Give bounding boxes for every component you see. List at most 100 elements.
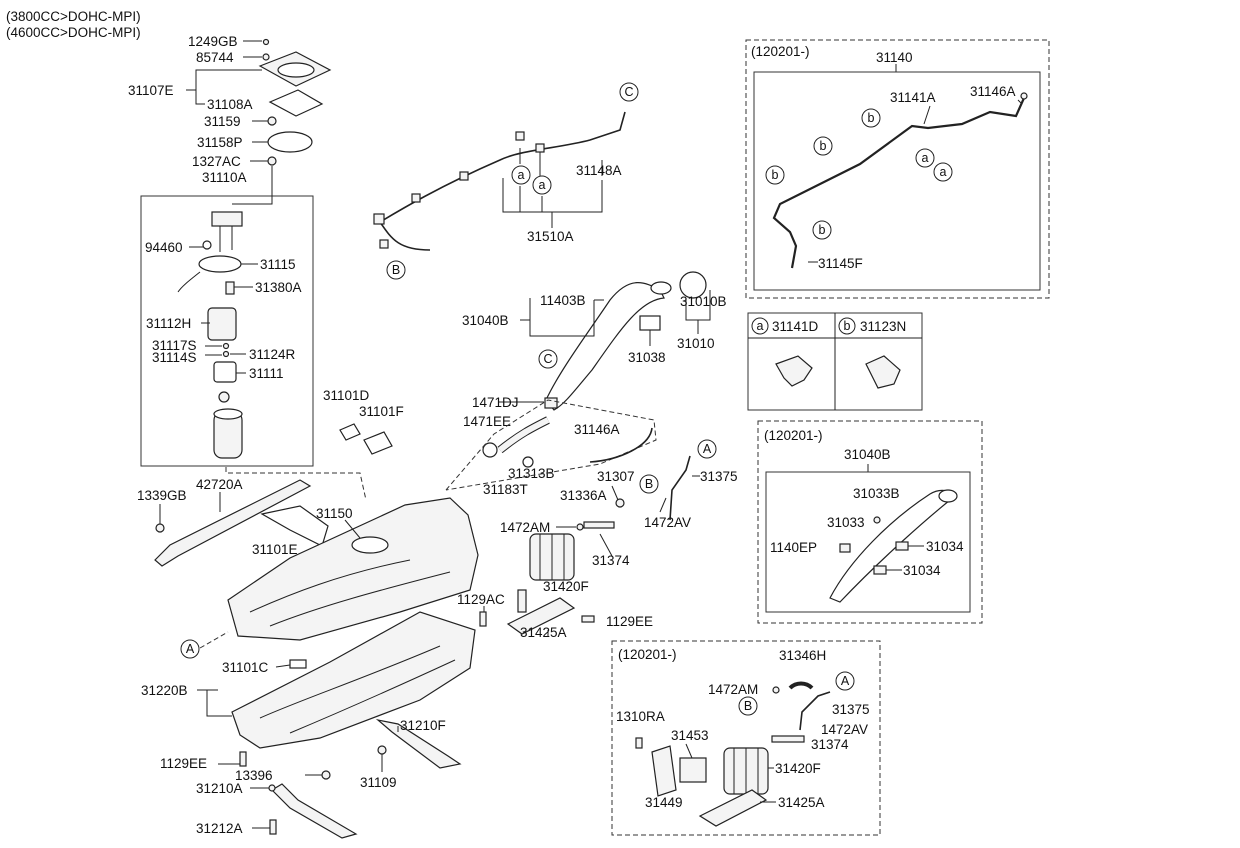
pad-31101c: [289, 659, 307, 669]
label-31146a: 31146A: [574, 422, 620, 437]
label-31101c: 31101C: [222, 660, 269, 675]
cap-31010b: [679, 271, 707, 299]
label-1471ee: 1471EE: [463, 414, 511, 429]
label-31010b: 31010B: [680, 294, 727, 309]
nut-13396: [321, 770, 331, 780]
panel3-31420f: 31420F: [775, 761, 821, 776]
tank-group: 31101D 31101F 1339GB 42720A 31101E 31150…: [137, 388, 479, 839]
pump-to-tank-dash: [225, 467, 367, 501]
clamp-31183t: [522, 456, 534, 468]
clip-31141d-shape: [775, 355, 813, 387]
harness-end: [379, 221, 431, 251]
label-31101d: 31101D: [323, 388, 370, 403]
label-31112h: 31112H: [146, 316, 191, 331]
pump-cover-ring: [277, 62, 315, 78]
label-31109: 31109: [360, 775, 397, 790]
label-31420f: 31420F: [543, 579, 589, 594]
label-31101f: 31101F: [359, 404, 404, 419]
part-31380a: [225, 281, 235, 295]
svg-text:a: a: [518, 168, 525, 182]
hose-31374: [583, 521, 615, 529]
label-31010: 31010: [677, 336, 715, 351]
callout-c-filler: [538, 349, 558, 369]
bolt-1129ac: [479, 611, 487, 627]
callout-c-top: [619, 82, 639, 102]
filter-31112h: [207, 307, 237, 341]
line-31375: [669, 455, 691, 521]
label-94460: 94460: [145, 240, 183, 255]
label-31150: 31150: [316, 506, 353, 521]
svg-text:b: b: [772, 168, 779, 182]
pump-assembly-box: [140, 195, 314, 467]
leader-31110a: [232, 166, 273, 205]
svg-text:B: B: [645, 477, 653, 491]
callout-a-dash: [199, 631, 229, 649]
panel2-31034-b: 31034: [903, 563, 941, 578]
label-31183t: 31183T: [483, 482, 528, 497]
svg-text:a: a: [539, 178, 546, 192]
svg-text:b: b: [868, 111, 875, 125]
label-1129ac: 1129AC: [457, 592, 505, 607]
fuel-pump-group: 1249GB 85744 31107E 31108A 31159 31158P …: [128, 34, 332, 467]
hose-area-dash: [445, 399, 657, 491]
panel3-1472av: 1472AV: [821, 722, 868, 737]
label-1327ac: 1327AC: [192, 154, 241, 169]
svg-text:A: A: [703, 442, 712, 456]
svg-text:b: b: [819, 223, 826, 237]
pad-31101f: [363, 431, 393, 455]
panel1-31141a: 31141A: [890, 90, 936, 105]
callout-b-canister: [639, 474, 659, 494]
svg-text:B: B: [744, 699, 752, 713]
label-31307: 31307: [597, 469, 635, 484]
legend-b-part: 31123N: [860, 319, 906, 334]
label-1472av: 1472AV: [644, 515, 691, 530]
hose-31313b: [498, 417, 550, 453]
label-85744: 85744: [196, 50, 234, 65]
vapor-line-31148a: [379, 111, 626, 223]
bolt-31212a: [269, 819, 277, 835]
panel3-bracket-31449: [651, 745, 677, 797]
ring-31115: [198, 255, 242, 273]
label-31148a: 31148A: [576, 163, 622, 178]
label-13396: 13396: [235, 768, 273, 783]
ring-31158p: [267, 131, 313, 153]
label-31038: 31038: [628, 350, 666, 365]
label-1472am: 1472AM: [500, 520, 550, 535]
hose-group: 1471DJ 1471EE 31313B 31183T 31146A 31307: [445, 395, 657, 501]
nut-1327ac: [267, 156, 277, 166]
label-31108a: 31108A: [207, 97, 253, 112]
panel1-frame: [745, 39, 1050, 299]
label-31374: 31374: [592, 553, 630, 568]
filler-group: 11403B 31040B 31010B 31038 31010: [462, 271, 727, 411]
panel3-31374: 31374: [811, 737, 849, 752]
pump-31111: [213, 361, 237, 383]
part-94460: [202, 240, 212, 250]
label-31220b: 31220B: [141, 683, 188, 698]
clamp-1472am: [576, 523, 584, 531]
label-plate-31038: [639, 315, 661, 331]
callout-a-canister: [697, 439, 717, 459]
panel3-frame: [611, 640, 881, 836]
legend-table: a 31141D b 31123N: [747, 312, 923, 411]
label-31159: 31159: [204, 114, 241, 129]
panel2-31040b: 31040B: [844, 447, 891, 462]
label-31101e: 31101E: [252, 542, 298, 557]
panel3-hose: [788, 681, 814, 690]
bolt-1129ee: [239, 751, 247, 767]
bolt-1129ee-2: [581, 615, 595, 623]
fuel-tank-31150: [227, 497, 479, 641]
bolt-1249gb: [262, 38, 270, 46]
panel3-valve-31453: [679, 757, 707, 783]
shield-42720a: [154, 479, 312, 567]
label-31117s: 31117S: [152, 338, 197, 353]
canister-group: 31375 31336A 1472AM 31374 1472AV 31420F …: [457, 455, 738, 640]
label-31313b: 31313B: [508, 466, 555, 481]
label-11403b: 11403B: [540, 293, 586, 308]
svg-text:a: a: [757, 319, 764, 333]
panel2-31034-a: 31034: [926, 539, 964, 554]
panel2-date: (120201-): [764, 428, 823, 443]
pump-flange: [211, 211, 243, 227]
shield-31101e: [260, 505, 329, 547]
bolt-31109: [377, 745, 387, 755]
